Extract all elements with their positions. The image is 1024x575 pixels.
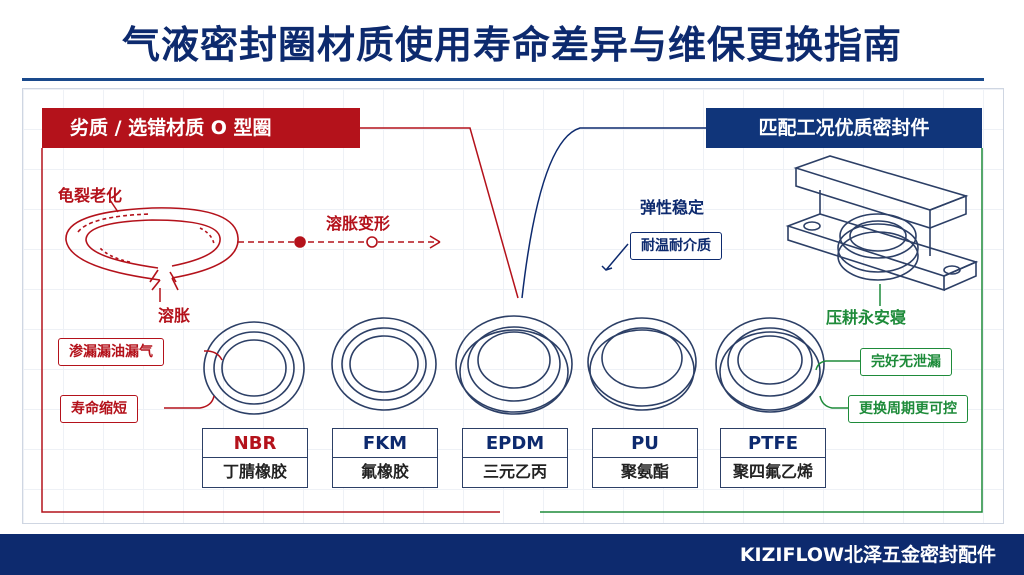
resist-pointer [601, 243, 629, 271]
o-ring-fkm [331, 317, 437, 411]
material-code: NBR [203, 429, 307, 458]
quality-seal-tag: 匹配工况优质密封件 [706, 108, 982, 148]
o-ring-ptfe [715, 317, 825, 413]
o-ring-epdm [455, 315, 573, 415]
controllable-cycle-badge: 更换周期更可控 [848, 395, 968, 423]
crack-pointer [109, 199, 119, 213]
material-name: 三元乙丙 [482, 462, 547, 481]
swell-label: 溶胀 [158, 306, 191, 325]
cracked-ring-icon [65, 207, 239, 291]
noleak-connector [815, 360, 862, 371]
heat-media-resist-badge: 耐温耐介质 [630, 232, 722, 260]
material-code: PTFE [721, 429, 825, 458]
material-code: PU [593, 429, 697, 458]
swell-deform-label: 溶胀变形 [326, 214, 391, 233]
material-name: 聚氨酯 [620, 462, 669, 481]
o-ring-pu [587, 317, 697, 411]
install-label: 压耕永安寝 [826, 308, 907, 327]
no-leak-badge: 完好无泄漏 [860, 348, 952, 376]
material-label-epdm: EPDM 三元乙丙 [462, 428, 568, 488]
left-bracket-line [41, 148, 500, 513]
leak-connector [204, 350, 223, 361]
material-label-fkm: FKM 氟橡胶 [332, 428, 438, 488]
material-label-ptfe: PTFE 聚四氟乙烯 [720, 428, 826, 488]
o-ring-nbr [203, 321, 305, 415]
material-name: 氟橡胶 [360, 462, 409, 481]
crack-aging-label: 龟裂老化 [58, 186, 123, 205]
material-name: 聚四氟乙烯 [732, 462, 813, 481]
material-code: FKM [333, 429, 437, 458]
leak-badge: 渗漏漏油漏气 [58, 338, 164, 366]
page-title: 气液密封圈材质使用寿命差异与维保更换指南 [121, 23, 902, 67]
swell-arrow [238, 235, 441, 249]
footer-bar [0, 534, 1024, 575]
stable-elastic-label: 弹性稳定 [640, 198, 705, 217]
title-divider [22, 78, 984, 81]
material-label-pu: PU 聚氨酯 [592, 428, 698, 488]
short-life-badge: 寿命缩短 [60, 395, 138, 423]
bearing-housing-icon [785, 155, 979, 292]
poor-material-tag: 劣质 / 选错材质 O 型圈 [42, 108, 360, 148]
right-connector [521, 127, 706, 299]
life-connector [164, 395, 215, 409]
material-name: 丁腈橡胶 [222, 462, 287, 481]
control-connector [819, 395, 848, 409]
left-connector [332, 127, 519, 299]
right-bracket-line [540, 148, 983, 513]
material-code: EPDM [463, 429, 567, 458]
brand-footer: KIZIFLOW北泽五金密封配件 [739, 544, 996, 566]
material-label-nbr: NBR 丁腈橡胶 [202, 428, 308, 488]
